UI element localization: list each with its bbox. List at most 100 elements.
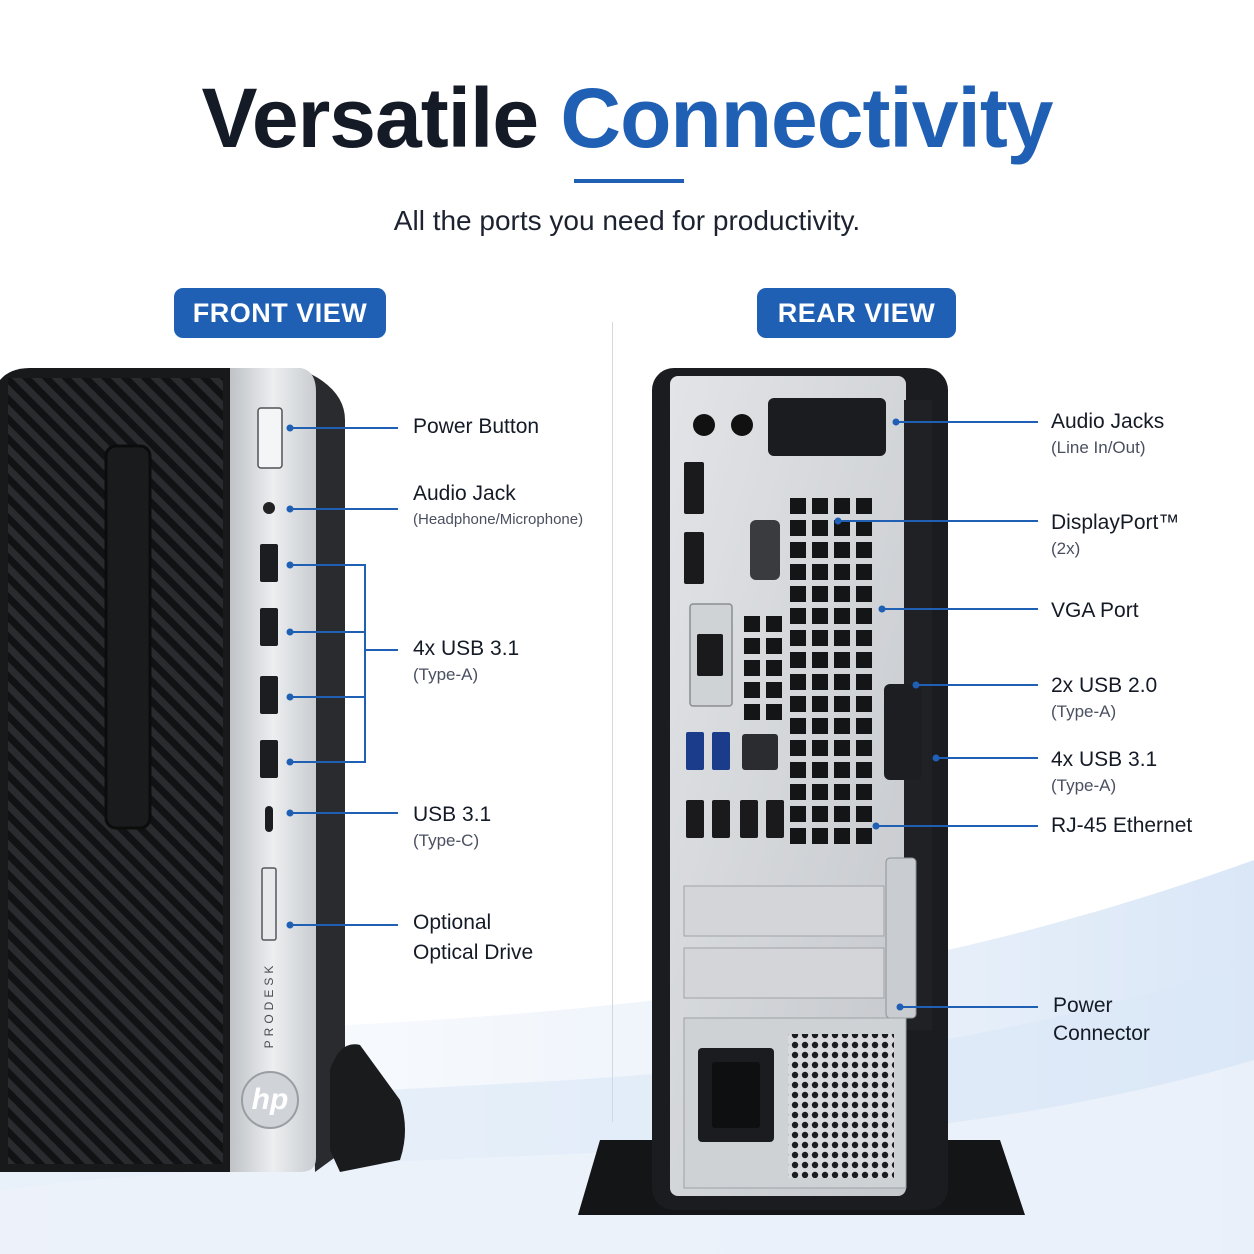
callout-label: 4x USB 3.1 bbox=[413, 637, 520, 660]
title-underline bbox=[574, 179, 684, 183]
callout-label: Audio Jack bbox=[413, 482, 516, 505]
vent-hole bbox=[856, 652, 872, 668]
front-view-badge: FRONT VIEW bbox=[174, 288, 386, 338]
vent-hole bbox=[812, 806, 828, 822]
callout-usb-c: USB 3.1 (Type-C) bbox=[413, 801, 491, 853]
title-part-1: Versatile bbox=[201, 71, 539, 165]
callout-sub: (Line In/Out) bbox=[1051, 438, 1146, 457]
vent-hole bbox=[812, 542, 828, 558]
callout-label: DisplayPort™ bbox=[1051, 511, 1180, 534]
callout-sub: (Headphone/Microphone) bbox=[413, 511, 584, 528]
vent-hole bbox=[856, 784, 872, 800]
vent-hole bbox=[744, 638, 760, 654]
front-device bbox=[0, 368, 405, 1172]
vent-hole bbox=[834, 828, 850, 844]
vent-hole bbox=[856, 520, 872, 536]
callout-label: Optional bbox=[413, 911, 492, 934]
callout-label: 4x USB 3.1 bbox=[1051, 748, 1158, 771]
vent-hole bbox=[812, 498, 828, 514]
vent-hole bbox=[744, 616, 760, 632]
vent-hole bbox=[834, 696, 850, 712]
callout-usb-2: 2x USB 2.0 (Type-A) bbox=[1051, 672, 1157, 724]
vent-hole bbox=[790, 542, 806, 558]
vent-hole bbox=[790, 784, 806, 800]
vent-hole bbox=[790, 652, 806, 668]
vent-hole bbox=[790, 564, 806, 580]
vent-hole bbox=[790, 520, 806, 536]
vent-hole bbox=[812, 652, 828, 668]
vent-hole bbox=[790, 630, 806, 646]
callout-vga-port: VGA Port bbox=[1051, 597, 1139, 625]
callout-audio-jacks: Audio Jacks (Line In/Out) bbox=[1051, 408, 1164, 460]
vent-hole bbox=[790, 498, 806, 514]
vent-hole bbox=[812, 564, 828, 580]
vent-hole bbox=[790, 740, 806, 756]
vent-hole bbox=[812, 762, 828, 778]
callout-power-connector: Power Connector bbox=[1053, 992, 1150, 1048]
callout-usb-a-front: 4x USB 3.1 (Type-A) bbox=[413, 635, 519, 687]
callout-label: Audio Jacks bbox=[1051, 410, 1165, 433]
callout-ethernet: RJ-45 Ethernet bbox=[1051, 812, 1192, 840]
vent-hole bbox=[834, 542, 850, 558]
vent-hole bbox=[812, 520, 828, 536]
callout-usb-a-rear: 4x USB 3.1 (Type-A) bbox=[1051, 746, 1157, 798]
vent-hole bbox=[856, 828, 872, 844]
vent-hole bbox=[790, 608, 806, 624]
vent-hole bbox=[812, 740, 828, 756]
vent-hole bbox=[812, 828, 828, 844]
title-part-2: Connectivity bbox=[560, 71, 1053, 165]
vent-hole bbox=[834, 718, 850, 734]
callout-sub: Connector bbox=[1053, 1022, 1150, 1045]
vent-hole bbox=[812, 608, 828, 624]
vent-hole bbox=[856, 630, 872, 646]
vent-hole bbox=[856, 564, 872, 580]
vent-hole bbox=[834, 586, 850, 602]
vent-hole bbox=[812, 586, 828, 602]
vent-hole bbox=[856, 674, 872, 690]
vent-hole bbox=[790, 674, 806, 690]
vent-hole bbox=[856, 542, 872, 558]
hp-logo: hp bbox=[251, 1083, 289, 1116]
vent-hole bbox=[790, 828, 806, 844]
vent-hole bbox=[834, 806, 850, 822]
vent-hole bbox=[856, 586, 872, 602]
vent-hole bbox=[834, 498, 850, 514]
callout-power-button: Power Button bbox=[413, 413, 539, 441]
vent-hole bbox=[766, 704, 782, 720]
vent-hole bbox=[790, 762, 806, 778]
vent-hole bbox=[790, 586, 806, 602]
callout-sub: (Type-A) bbox=[1051, 776, 1117, 795]
vent-hole bbox=[766, 616, 782, 632]
vent-hole bbox=[766, 660, 782, 676]
rear-view-badge: REAR VIEW bbox=[757, 288, 956, 338]
vent-hole bbox=[744, 682, 760, 698]
vent-hole bbox=[812, 696, 828, 712]
vent-hole bbox=[834, 784, 850, 800]
vent-hole bbox=[812, 674, 828, 690]
callout-sub: (Type-A) bbox=[413, 665, 479, 684]
callout-label: USB 3.1 bbox=[413, 803, 492, 826]
front-callout-lines bbox=[286, 424, 398, 929]
vent-hole bbox=[834, 630, 850, 646]
callout-sub: Optical Drive bbox=[413, 941, 534, 964]
vent-hole bbox=[856, 740, 872, 756]
vent-hole bbox=[790, 806, 806, 822]
vent-hole bbox=[812, 630, 828, 646]
callout-label: 2x USB 2.0 bbox=[1051, 674, 1158, 697]
vent-hole bbox=[834, 762, 850, 778]
page-title: Versatile Connectivity bbox=[0, 68, 1254, 168]
vent-hole bbox=[856, 608, 872, 624]
section-divider bbox=[612, 322, 613, 1122]
callout-label: Power bbox=[1053, 994, 1113, 1017]
vent-hole bbox=[856, 718, 872, 734]
callout-label: Power Button bbox=[413, 415, 540, 438]
vent-hole bbox=[834, 652, 850, 668]
vent-hole bbox=[790, 696, 806, 712]
callout-label: VGA Port bbox=[1051, 599, 1139, 622]
vent-hole bbox=[744, 704, 760, 720]
vent-hole bbox=[856, 696, 872, 712]
vent-hole bbox=[790, 718, 806, 734]
callout-audio-jack: Audio Jack (Headphone/Microphone) bbox=[413, 480, 583, 532]
vent-hole bbox=[834, 740, 850, 756]
